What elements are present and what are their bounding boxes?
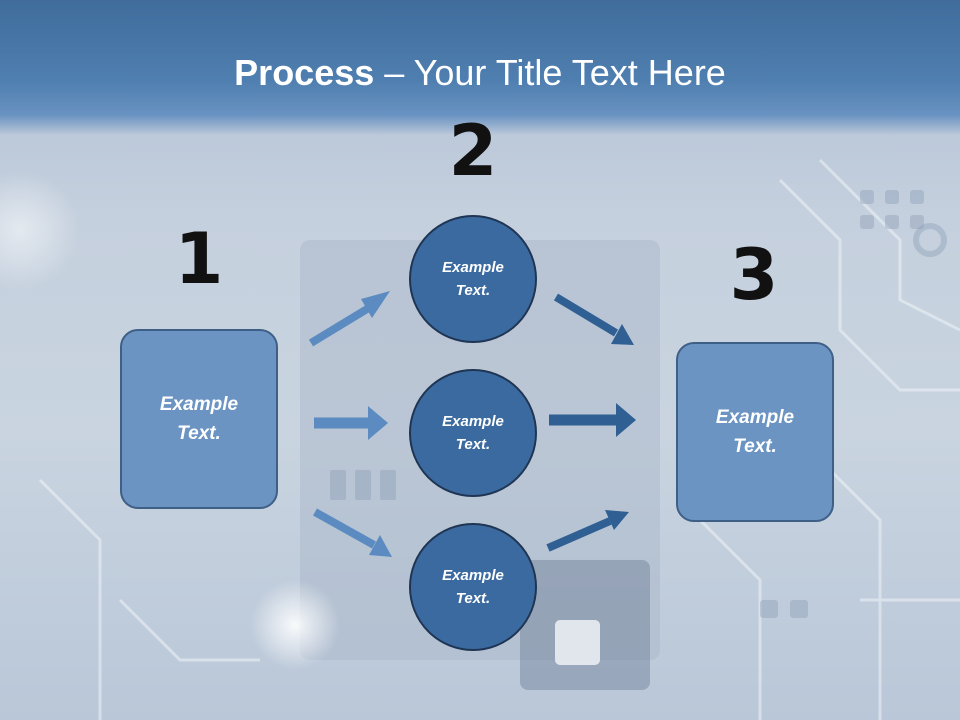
title-rest: – Your Title Text Here xyxy=(374,52,726,93)
arrow-right-down xyxy=(546,510,629,552)
arrow-right-up xyxy=(553,293,634,345)
step-1-text: Example Text. xyxy=(159,394,239,444)
arrow-left-up xyxy=(308,291,390,347)
title-bold: Process xyxy=(234,52,375,93)
arrow-left-down xyxy=(313,508,392,557)
title-banner xyxy=(0,0,960,135)
circle-top-text: Example Text. xyxy=(442,259,504,299)
arrow-right-middle xyxy=(549,403,636,437)
step-3-text: Example Text. xyxy=(715,407,795,457)
circle-bottom-text: Example Text. xyxy=(442,567,504,607)
step-number-2: 2 xyxy=(448,110,498,192)
step-number-1: 1 xyxy=(174,218,224,300)
step-2-circle-bottom: Example Text. xyxy=(409,523,537,651)
step-number-3: 3 xyxy=(729,234,779,316)
step-2-circle-top: Example Text. xyxy=(409,215,537,343)
step-3-box: Example Text. xyxy=(676,342,834,522)
step-2-circle-middle: Example Text. xyxy=(409,369,537,497)
arrow-left-middle xyxy=(314,406,388,440)
slide-title: Process – Your Title Text Here xyxy=(0,52,960,94)
circle-middle-text: Example Text. xyxy=(442,413,504,453)
step-1-box: Example Text. xyxy=(120,329,278,509)
